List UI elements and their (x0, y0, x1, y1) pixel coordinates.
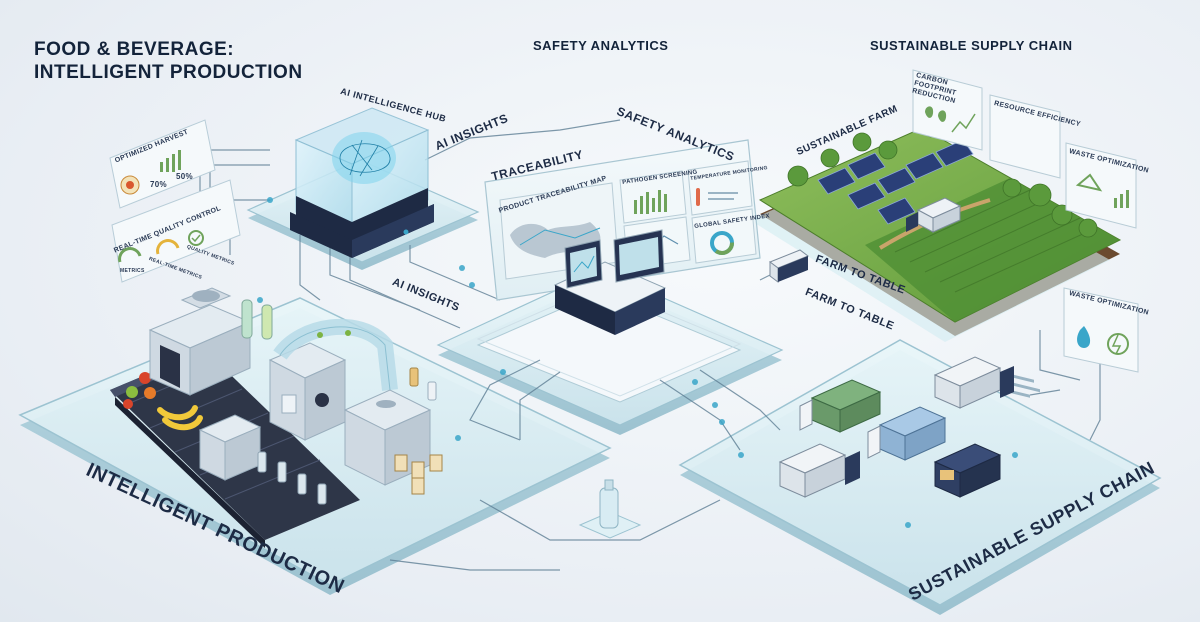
main-title-line2: INTELLIGENT PRODUCTION (34, 62, 303, 83)
ai-cube (290, 107, 434, 258)
header-safety-analytics: SAFETY ANALYTICS (533, 38, 669, 53)
waste-panel (1065, 142, 1137, 229)
road-truck (768, 249, 810, 283)
main-title: FOOD & BEVERAGE: INTELLIGENT PRODUCTION (34, 38, 303, 84)
quality-panel (111, 179, 241, 283)
solar-panels (817, 139, 974, 225)
harvest-value-a: 70% (150, 180, 167, 189)
main-title-line1: FOOD & BEVERAGE: (34, 39, 235, 60)
header-supply-chain: SUSTAINABLE SUPPLY CHAIN (870, 38, 1073, 53)
waste-side-panel (1063, 287, 1139, 373)
farm-truck (906, 197, 962, 233)
supply-trucks (778, 356, 1014, 498)
carbon-panel (912, 69, 983, 151)
supply-platform (678, 339, 1162, 615)
harvest-panel (109, 119, 216, 209)
harvest-value-b: 50% (176, 172, 193, 181)
machines (148, 287, 443, 505)
water-bottle (578, 479, 642, 539)
control-console (553, 229, 667, 335)
quality-metric-1: METRICS (120, 268, 145, 274)
